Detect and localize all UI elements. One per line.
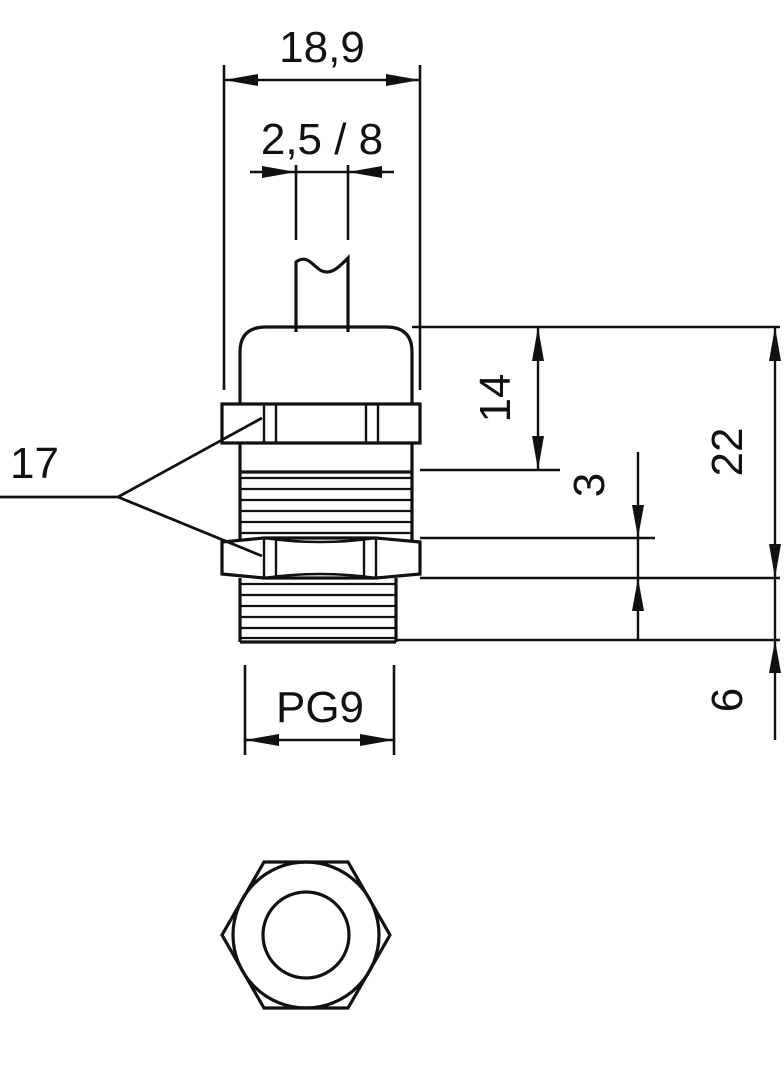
dim-label-nut-height: 3 (565, 473, 614, 497)
dim-upper-body-height: 14 (412, 325, 780, 472)
dome-cap (238, 325, 414, 403)
leader-branch-upper (117, 416, 263, 499)
arrow-22-bottom (769, 544, 781, 578)
lower-thread-outline (238, 578, 398, 644)
hexagon-outline (220, 860, 392, 1010)
arrow-right (386, 74, 420, 86)
dim-total-height: 22 (703, 327, 781, 578)
arrow-pg9-right (360, 734, 394, 746)
front-elevation-view (220, 254, 422, 644)
dim-label-hex-width: 17 (10, 439, 59, 488)
dim-thread-size: PG9 (243, 665, 396, 755)
arrow-14-bottom (532, 436, 544, 470)
arrow-22-top (769, 327, 781, 361)
arrow-inner-right (348, 166, 382, 178)
dim-label-upper-body-height: 14 (471, 374, 520, 423)
lower-hex-nut-arc-top (263, 536, 377, 544)
cable-stub (294, 254, 350, 332)
leader-branch-lower (117, 495, 263, 558)
lower-hex-nut (220, 536, 422, 580)
upper-thread-hatch (240, 476, 412, 535)
bore-circle (261, 890, 351, 980)
dim-hex-width-leader: 17 (0, 416, 263, 558)
arrow-pg9-left (245, 734, 279, 746)
upper-hex-nut (220, 402, 422, 445)
lower-thread-hatch (240, 582, 396, 640)
arrow-14-top (532, 327, 544, 361)
bottom-plan-view (220, 860, 392, 1010)
arrow-inner-left (262, 166, 296, 178)
dim-nut-height: 3 (420, 452, 780, 640)
upper-shoulder (238, 443, 414, 472)
dim-thread-length: 6 (396, 578, 781, 740)
dim-cable-range: 2,5 / 8 (250, 115, 394, 240)
arrow-3-bottom (632, 578, 644, 611)
dim-label-total-height: 22 (703, 428, 752, 477)
dim-label-cable-range: 2,5 / 8 (261, 115, 383, 164)
inscribed-circle (231, 860, 381, 1010)
dim-label-overall-width: 18,9 (279, 23, 365, 72)
dim-overall-width: 18,9 (222, 23, 422, 390)
dim-label-thread-length: 6 (703, 688, 752, 712)
arrow-3-top (632, 505, 644, 538)
upper-thread-outline (238, 472, 414, 540)
arrow-6-top (769, 640, 781, 673)
lower-hex-nut-arc-bottom (263, 572, 377, 580)
arrow-left (224, 74, 258, 86)
dim-label-thread-size: PG9 (276, 683, 364, 732)
